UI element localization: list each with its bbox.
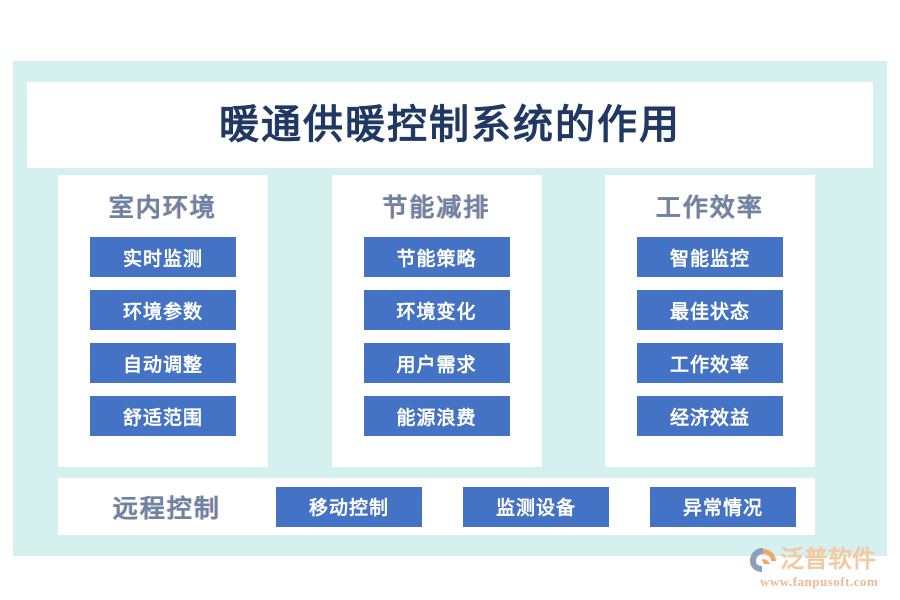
remote-control-row: 远程控制 移动控制 监测设备 异常情况 bbox=[58, 478, 815, 535]
pill-item[interactable]: 工作效率 bbox=[637, 343, 783, 383]
row-label-remote-control: 远程控制 bbox=[112, 495, 221, 523]
pill-item[interactable]: 监测设备 bbox=[463, 486, 609, 527]
column-header-work-efficiency: 工作效率 bbox=[655, 195, 764, 222]
logo-website-url: www.fanpusoft.com bbox=[760, 574, 879, 589]
column-header-indoor-environment: 室内环境 bbox=[108, 195, 217, 222]
page-title: 暖通供暖控制系统的作用 bbox=[219, 102, 681, 147]
remote-control-pills: 移动控制 监测设备 异常情况 bbox=[276, 486, 815, 527]
pill-item[interactable]: 舒适范围 bbox=[90, 396, 236, 436]
category-column-3: 工作效率 智能监控 最佳状态 工作效率 经济效益 bbox=[605, 175, 815, 467]
logo-brand-name: 泛普软件 bbox=[780, 547, 876, 573]
logo-top-row: 泛普软件 bbox=[748, 545, 876, 575]
category-columns: 室内环境 实时监测 环境参数 自动调整 舒适范围 节能减排 节能策略 环境变化 … bbox=[58, 175, 815, 467]
category-column-2: 节能减排 节能策略 环境变化 用户需求 能源浪费 bbox=[331, 175, 542, 467]
column-header-energy-saving: 节能减排 bbox=[382, 195, 491, 222]
swoosh-icon bbox=[750, 548, 776, 572]
pill-item[interactable]: 用户需求 bbox=[363, 343, 510, 383]
pill-item[interactable]: 自动调整 bbox=[90, 343, 236, 383]
pill-item[interactable]: 实时监测 bbox=[90, 237, 236, 277]
pill-item[interactable]: 异常情况 bbox=[650, 486, 796, 527]
pill-item[interactable]: 能源浪费 bbox=[363, 396, 510, 436]
watermark-logo: 泛普软件 www.fanpusoft.com bbox=[748, 545, 893, 593]
pill-item[interactable]: 环境变化 bbox=[363, 290, 510, 330]
pill-item[interactable]: 智能监控 bbox=[637, 237, 783, 277]
pill-item[interactable]: 移动控制 bbox=[276, 486, 422, 527]
pill-item[interactable]: 经济效益 bbox=[637, 396, 783, 436]
pill-item[interactable]: 最佳状态 bbox=[637, 290, 783, 330]
category-column-1: 室内环境 实时监测 环境参数 自动调整 舒适范围 bbox=[58, 175, 268, 467]
pill-item[interactable]: 节能策略 bbox=[363, 237, 510, 277]
title-band: 暖通供暖控制系统的作用 bbox=[27, 82, 873, 168]
pill-item[interactable]: 环境参数 bbox=[90, 290, 236, 330]
